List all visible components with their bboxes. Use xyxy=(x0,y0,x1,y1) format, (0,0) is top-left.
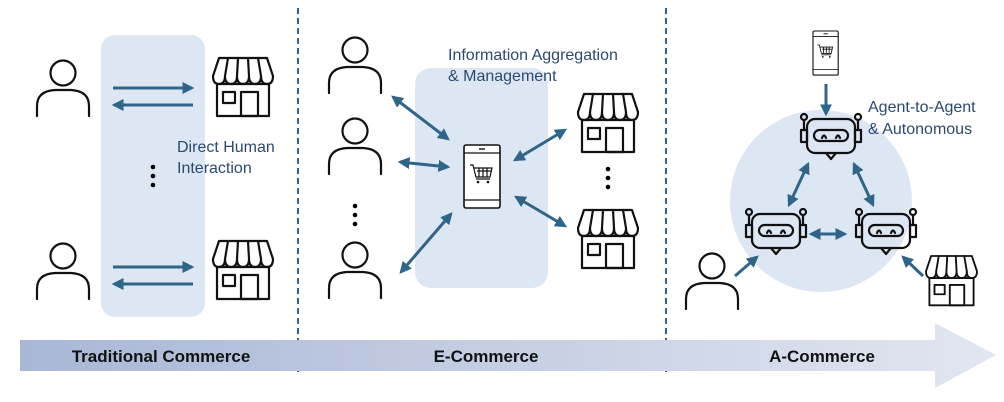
person-icon xyxy=(327,36,383,95)
store-icon xyxy=(925,255,978,307)
arrow-bidirectional xyxy=(513,195,568,228)
arrow-bidirectional xyxy=(397,157,451,172)
shopping-phone-icon xyxy=(463,144,501,209)
person-icon xyxy=(35,242,91,301)
acommerce-label-2: & Autonomous xyxy=(868,121,972,138)
arrow-bidirectional xyxy=(399,212,453,274)
ecommerce-label-2: & Management xyxy=(448,68,557,85)
arrow-bidirectional xyxy=(391,95,450,141)
arrow-bidirectional xyxy=(852,161,875,208)
ellipsis-dots xyxy=(605,166,611,190)
arrow-to-agent xyxy=(901,255,925,278)
traditional-label-2: Interaction xyxy=(177,160,252,177)
store-icon xyxy=(576,92,640,154)
person-icon xyxy=(327,241,383,300)
shopping-phone-icon xyxy=(812,30,839,76)
ecommerce-label: Information Aggregation xyxy=(448,47,618,64)
person-icon xyxy=(327,117,383,176)
stage-ecommerce: E-Commerce xyxy=(434,347,539,366)
ellipsis-dots xyxy=(150,164,156,188)
ellipsis-dots xyxy=(352,203,358,227)
acommerce-label: Agent-to-Agent xyxy=(868,99,976,116)
traditional-label: Direct Human xyxy=(177,139,275,156)
arrow-to-agent xyxy=(734,255,759,278)
person-icon xyxy=(35,59,91,118)
timeline-arrow xyxy=(20,323,996,388)
person-icon xyxy=(684,252,740,311)
store-icon xyxy=(576,208,640,270)
stage-traditional: Traditional Commerce xyxy=(72,347,251,366)
store-icon xyxy=(211,239,275,301)
arrow-bidirectional xyxy=(787,161,810,208)
stage-acommerce: A-Commerce xyxy=(769,347,875,366)
arrow-bidirectional xyxy=(512,128,568,162)
store-icon xyxy=(211,56,275,118)
